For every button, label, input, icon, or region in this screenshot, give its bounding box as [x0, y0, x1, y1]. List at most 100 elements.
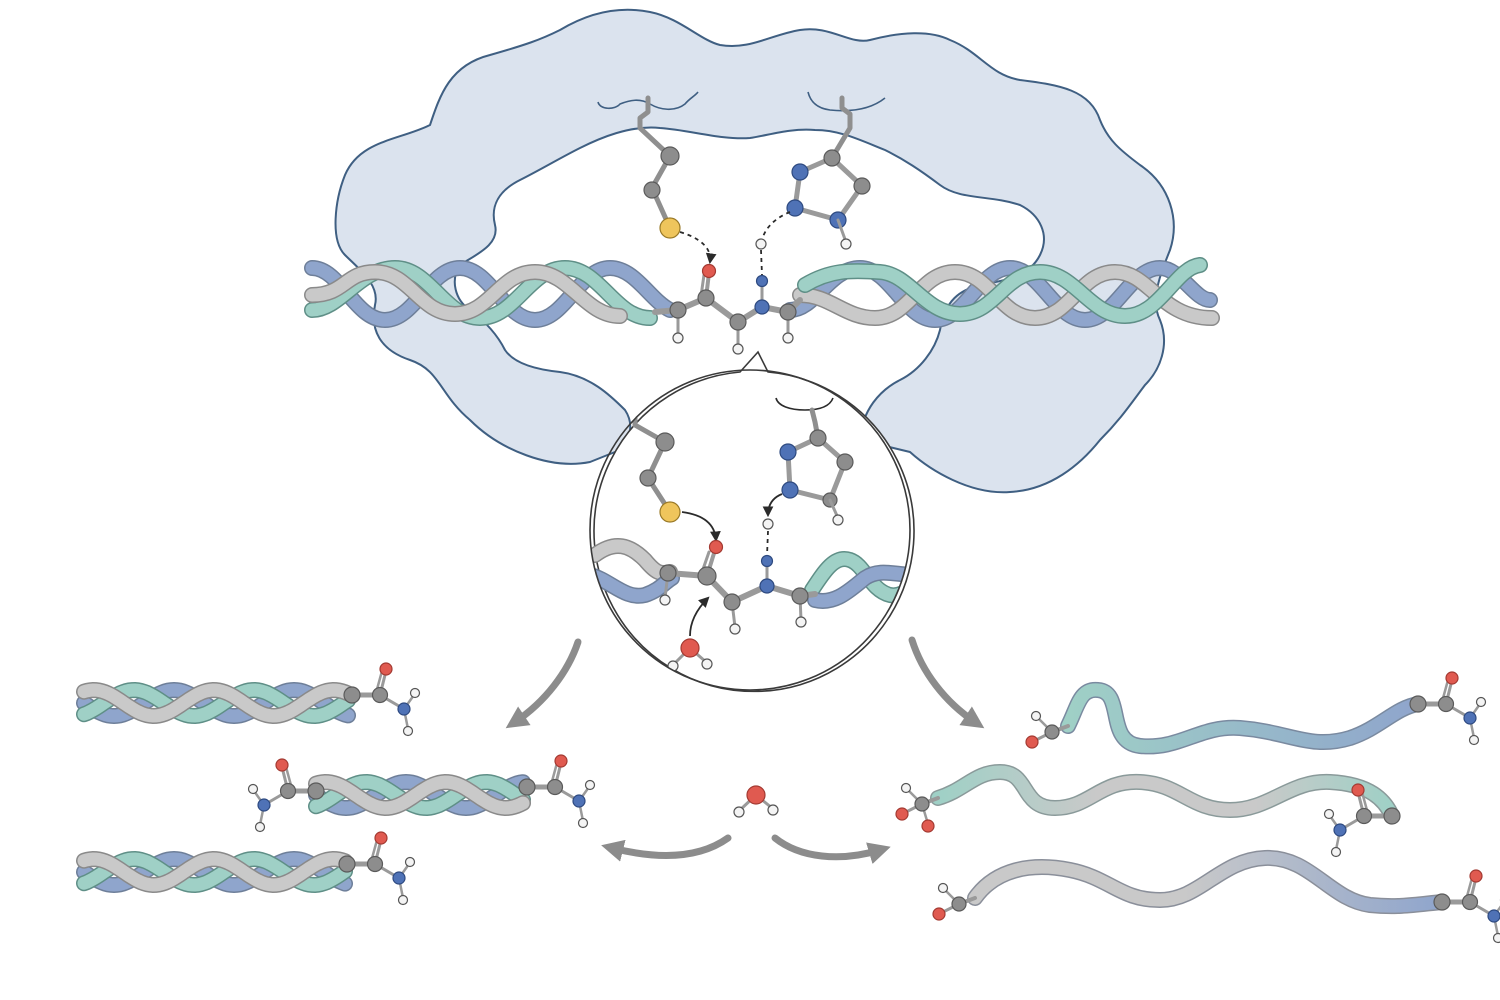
helical-bundle-3 — [76, 831, 416, 906]
carbon-atom — [1044, 724, 1060, 740]
carbon-atom — [1409, 695, 1427, 713]
hydrogen-atom — [729, 623, 741, 635]
cysteine-residue — [637, 95, 717, 265]
helical-bundle-1 — [76, 662, 421, 737]
fibril-right-braid — [782, 257, 1220, 329]
carboxyl-terminus — [1025, 710, 1070, 749]
cysteine-sulfur-icon — [659, 501, 681, 523]
arrow-water-to-right — [771, 834, 891, 864]
carbon-atom — [1461, 893, 1479, 911]
carbon-atom — [546, 778, 564, 796]
carbon-atom — [1355, 807, 1373, 825]
nitrogen-atom — [1463, 711, 1477, 725]
alpha-carbon-atom — [723, 593, 741, 611]
carbon-atom — [338, 855, 356, 873]
oxygen-atom — [554, 754, 568, 768]
helix-strand — [77, 683, 355, 723]
hydrogen-atom — [1030, 710, 1042, 722]
nitrogen-atom — [786, 199, 804, 217]
helix-strand — [77, 852, 352, 892]
hydrogen-atom — [1323, 808, 1335, 820]
carbon-atom — [853, 177, 871, 195]
hydrogen-atom — [254, 821, 266, 833]
enzyme-protein — [334, 8, 1175, 494]
nitrogen-atom — [572, 794, 586, 808]
hydrogen-atom — [762, 518, 774, 530]
carbon-atom — [343, 686, 361, 704]
arrow-water-to-left — [601, 834, 732, 862]
nitrogen-atom — [1487, 909, 1500, 923]
carbon-atom — [951, 896, 967, 912]
amide-terminus — [338, 831, 416, 906]
amide-terminus — [518, 754, 596, 829]
pocket-right — [807, 91, 886, 112]
hydrogen-atom — [577, 817, 589, 829]
hydrogen-atom — [900, 782, 912, 794]
amide-nitrogen-atom — [759, 578, 775, 594]
histidine-residue — [755, 95, 871, 276]
cleaved-helical-bundles — [76, 662, 596, 906]
unfolded-chain-3 — [967, 850, 1450, 915]
hydrogen-atom — [795, 616, 807, 628]
hydrogen-atom — [1468, 734, 1480, 746]
water-molecule-icon — [667, 638, 713, 672]
helix-strand — [309, 775, 530, 815]
nitrogen-atom — [1333, 823, 1347, 837]
amide-terminus — [247, 758, 325, 833]
amide-terminus — [1409, 671, 1487, 746]
enzyme-surface — [334, 8, 1175, 494]
hydrogen-atom — [732, 343, 744, 355]
nitrogen-atom — [755, 274, 769, 288]
hydrogen-atom — [782, 332, 794, 344]
nitrogen-atom — [257, 798, 271, 812]
chain-termini — [895, 671, 1500, 944]
carbonyl-oxygen-atom — [708, 539, 724, 555]
carboxyl-terminus — [895, 782, 940, 833]
unfolded-chain-2 — [930, 763, 1400, 824]
carbon-atom — [366, 855, 384, 873]
hydrogen-atom — [1492, 932, 1500, 944]
amide-nitrogen-atom — [754, 299, 770, 315]
hydrogen-atom — [247, 783, 259, 795]
oxygen-atom — [374, 831, 388, 845]
carbon-atom — [779, 303, 797, 321]
carbon-atom — [836, 453, 854, 471]
hydrogen-atom — [397, 894, 409, 906]
carbon-atom — [643, 181, 661, 199]
hydrogen-atom — [1330, 846, 1342, 858]
carbon-atom — [279, 782, 297, 800]
cysteine-sulfur-icon — [659, 217, 681, 239]
carbon-atom — [655, 432, 675, 452]
proton-transfer-line — [761, 211, 791, 241]
carbonyl-carbon-atom — [697, 566, 717, 586]
nitrogen-atom — [760, 554, 774, 568]
carbon-atom — [639, 469, 657, 487]
carbon-atom — [659, 564, 677, 582]
fibril-left-braid — [304, 259, 678, 329]
hydrogen-atom — [402, 725, 414, 737]
hydrogen-atom — [672, 332, 684, 344]
carbon-atom — [914, 796, 930, 812]
oxygen-atom — [932, 907, 946, 921]
hydrogen-atom — [584, 779, 596, 791]
nitrogen-atom — [397, 702, 411, 716]
nitrogen-atom — [779, 443, 797, 461]
water-molecule-icon — [733, 785, 779, 818]
hydrogen-atom — [409, 687, 421, 699]
alpha-carbon-atom — [729, 313, 747, 331]
oxygen-atom — [379, 662, 393, 676]
unfolded-chains — [895, 671, 1500, 944]
carbon-atom — [660, 146, 680, 166]
oxygen-atom — [275, 758, 289, 772]
active-site-zoom — [589, 350, 915, 693]
nitrogen-atom — [791, 163, 809, 181]
hydrogen-atom — [659, 594, 671, 606]
oxygen-atom — [1469, 869, 1483, 883]
attack-arrow-zoom — [681, 511, 721, 543]
hydrogen-atom — [755, 238, 767, 250]
zoom-circle-outline — [589, 369, 911, 691]
amide-terminus — [1323, 783, 1401, 858]
fibril-top — [304, 95, 1220, 355]
hydrogen-atom — [937, 882, 949, 894]
oxygen-atom — [921, 819, 935, 833]
